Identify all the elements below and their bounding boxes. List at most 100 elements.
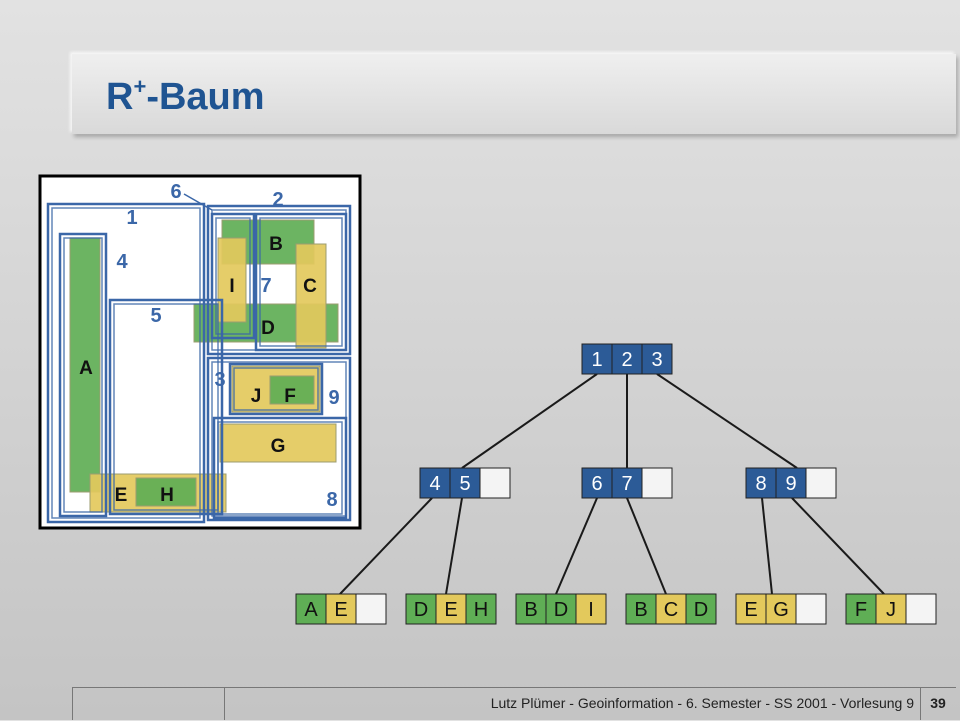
node-entry-b: B [524,599,537,621]
region-outline [254,212,348,352]
node-entry-d: D [694,599,708,621]
node-cell [355,593,387,625]
node-cell [641,467,673,499]
node-entry-b: B [634,599,647,621]
region-outline-inner [215,217,251,335]
node-entry-9: 9 [785,473,796,495]
node-entry-7: 7 [621,473,632,495]
node-entry-i: I [588,599,594,621]
node-cell [641,343,673,375]
node-entry-2: 2 [621,349,632,371]
region-outline [228,362,324,416]
node-entry-8: 8 [755,473,766,495]
region-outline [210,212,256,340]
object-label-a: A [79,358,93,379]
node-entry-e: E [334,599,347,621]
region-outline-inner [63,237,103,513]
footer-divider [224,687,225,720]
region-label-4: 4 [116,251,128,273]
region-label-7: 7 [260,275,271,297]
region-label-1: 1 [126,207,137,229]
region-6-pointer [183,193,213,211]
node-entry-j: J [886,599,896,621]
region-outline [212,416,348,520]
node-entry-6: 6 [591,473,602,495]
node-cell [795,593,827,625]
node-cell [545,593,577,625]
object-label-c: C [303,276,317,297]
title-superscript: + [133,74,147,99]
tree-edge [555,497,598,595]
region-outline [206,356,352,522]
node-entry-d: D [554,599,568,621]
node-entry-1: 1 [591,349,602,371]
node-cell [449,467,481,499]
node-entry-c: C [664,599,678,621]
tree-edge [656,373,798,469]
region-label-5: 5 [150,305,161,327]
node-cell [419,467,451,499]
node-entry-a: A [304,599,318,621]
object-label-g: G [271,436,286,457]
tree-edge [461,373,598,469]
node-entry-4: 4 [429,473,440,495]
object-label-b: B [269,234,283,255]
node-cell [581,467,613,499]
footer-bar [72,687,956,721]
node-cell [765,593,797,625]
region-outline-inner [113,303,219,511]
region-outline [58,232,108,518]
node-cell [875,593,907,625]
object-f-rect [269,375,315,405]
node-cell [611,467,643,499]
region-outline-inner [259,217,343,347]
region-outline [108,298,224,516]
page-number: 39 [930,695,946,711]
region-outline-inner [51,207,201,519]
node-cell [805,467,837,499]
node-cell [905,593,937,625]
title-rest: -Baum [146,76,265,118]
region-outline-inner [217,421,343,515]
node-cell [405,593,437,625]
region-outline-inner [233,367,319,411]
node-cell [295,593,327,625]
object-c-rect [295,243,327,349]
object-label-h: H [160,485,174,506]
node-cell [325,593,357,625]
tree-edge [339,497,433,595]
tree-edge [791,497,885,595]
node-entry-g: G [773,599,789,621]
tree-edge [761,497,773,595]
node-entry-3: 3 [651,349,662,371]
node-cell [575,593,607,625]
region-label-6: 6 [170,181,181,203]
footer-divider [72,687,73,720]
node-cell [611,343,643,375]
title-main: R [106,76,134,118]
tree-edge [626,497,667,595]
region-label-2: 2 [272,189,283,211]
region-label-9: 9 [328,387,339,409]
node-entry-e: E [744,599,757,621]
node-cell [685,593,717,625]
region-label-3: 3 [214,369,225,391]
object-label-i: I [229,276,234,297]
object-h-rect [135,477,197,507]
object-label-f: F [284,386,296,407]
node-cell [479,467,511,499]
region-outline [46,202,206,524]
node-cell [625,593,657,625]
node-entry-e: E [444,599,457,621]
object-g-rect [219,423,337,463]
object-label-e: E [115,485,128,506]
